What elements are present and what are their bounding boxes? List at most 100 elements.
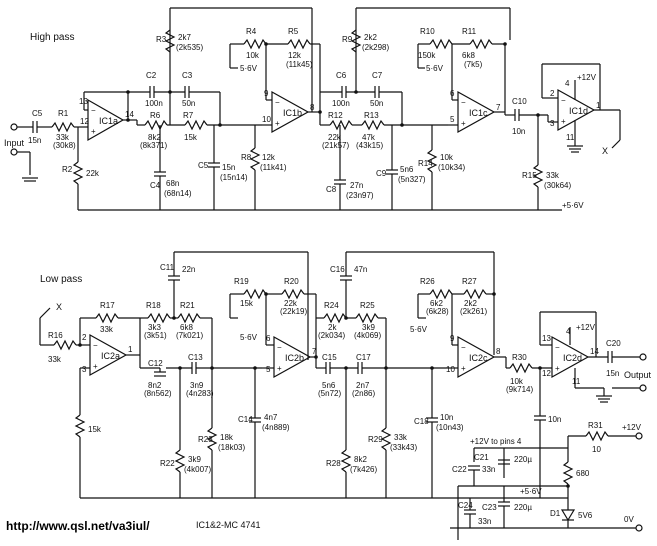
r21-ref: R21 — [180, 301, 195, 310]
r3-ref: R3 — [156, 35, 167, 44]
rail-minus-label-2: 5·6V — [426, 64, 444, 73]
ic1a-minus: − — [91, 106, 96, 115]
r31-ref: R31 — [588, 421, 603, 430]
wire — [611, 139, 621, 149]
c18-alt: (10n43) — [436, 423, 464, 432]
r25-ref: R25 — [360, 301, 375, 310]
ic2a-pin2: 2 — [82, 333, 87, 342]
ic1c-pin5: 5 — [450, 115, 455, 124]
c17-ref: C17 — [356, 353, 371, 362]
r1-alt: (30k8) — [53, 141, 76, 150]
c5b-value: 15n — [222, 163, 235, 172]
r26-alt: (6k28) — [426, 307, 449, 316]
c15-ref: C15 — [322, 353, 337, 362]
c23-ref: C23 — [482, 503, 497, 512]
junction-dot — [354, 90, 358, 94]
c11-value: 22n — [182, 265, 195, 274]
junction-dot — [210, 366, 214, 370]
resistor-r26 — [429, 288, 453, 300]
c3-ref: C3 — [182, 71, 193, 80]
r20-alt: (22k19) — [280, 307, 307, 316]
r8-alt: (11k41) — [260, 163, 287, 172]
c5b-alt: (15n14) — [220, 173, 248, 182]
junction-dot — [536, 113, 540, 117]
r4-value: 10k — [246, 51, 260, 60]
capacitor-c8 — [334, 179, 346, 185]
c14-ref: C14 — [238, 415, 253, 424]
r15-ref: R15 — [522, 171, 537, 180]
r15-value: 33k — [546, 171, 560, 180]
lp-minus-label: 5·6V — [240, 333, 258, 342]
wire — [39, 307, 51, 319]
r13-ref: R13 — [364, 111, 379, 120]
input-terminal[interactable] — [10, 123, 18, 131]
r19-value: 15k — [240, 299, 254, 308]
capacitor-c15 — [325, 362, 331, 374]
r680-value: 680 — [576, 469, 590, 478]
c14-alt: (4n889) — [262, 423, 290, 432]
r28-alt: (7k426) — [350, 465, 377, 474]
c22-value: 33n — [482, 465, 495, 474]
capacitor-c6 — [341, 86, 347, 98]
r18-ref: R18 — [146, 301, 161, 310]
resistor-r9 — [350, 29, 362, 53]
ic1b-plus: + — [275, 119, 280, 128]
resistor-680 — [562, 461, 574, 485]
capacitor-c11 — [168, 275, 180, 281]
capacitor-c9 — [386, 169, 398, 175]
r1-ref: R1 — [58, 109, 69, 118]
resistor-r14 — [426, 149, 438, 173]
r29-value: 33k — [394, 433, 408, 442]
junction-dot — [178, 366, 182, 370]
ic2c-pin10: 10 — [446, 365, 455, 374]
r27-value: 2k2 — [464, 299, 477, 308]
output-terminal[interactable] — [639, 353, 647, 361]
ic1d-minus: − — [561, 96, 566, 105]
opamp-ic1b — [271, 90, 310, 134]
ic2d-pin12: 12 — [542, 369, 551, 378]
c4-alt: (68n14) — [164, 189, 192, 198]
r23-value: 18k — [220, 433, 234, 442]
c9-value: 5n6 — [400, 165, 414, 174]
c12-alt: (8n562) — [144, 389, 172, 398]
r7-value: 15k — [184, 133, 198, 142]
r18-alt: (3k51) — [144, 331, 167, 340]
c2-ref: C2 — [146, 71, 157, 80]
r11-alt: (7k5) — [464, 60, 483, 69]
r21-value: 6k8 — [180, 323, 193, 332]
ic2d-pin13: 13 — [542, 334, 551, 343]
r5-value: 12k — [288, 51, 302, 60]
c9-ref: C9 — [376, 169, 387, 178]
r3-value: 2k7 — [178, 33, 191, 42]
ic1a-pin14: 14 — [125, 110, 134, 119]
ic2a-minus: − — [93, 341, 98, 350]
ground-symbol — [567, 145, 583, 153]
junction-dot — [344, 316, 348, 320]
resistor-r20 — [281, 288, 305, 300]
capacitor-c13 — [191, 362, 197, 374]
d1-value: 5V6 — [578, 511, 593, 520]
c12-value: 8n2 — [148, 381, 162, 390]
c18-ref: C18 — [414, 417, 429, 426]
ic1b-pin9: 9 — [264, 89, 269, 98]
r25-alt: (4k069) — [354, 331, 381, 340]
supply-in-terminal[interactable] — [635, 432, 643, 440]
ic2b-pin6: 6 — [266, 334, 271, 343]
ic2a-label: IC2a — [101, 351, 120, 361]
r13-alt: (43k15) — [356, 141, 383, 150]
c13-value: 3n9 — [190, 381, 204, 390]
input-label: Input — [4, 138, 25, 148]
c20-value: 15n — [606, 369, 619, 378]
ground-terminal[interactable] — [635, 524, 643, 532]
junction-dot — [314, 355, 318, 359]
resistor-r31 — [585, 430, 609, 442]
junction-dot — [264, 42, 268, 46]
resistor-r2 — [72, 161, 84, 185]
c5-value: 15n — [28, 136, 41, 145]
c10-value: 10n — [512, 127, 525, 136]
source-url[interactable]: http://www.qsl.net/va3iul/ — [6, 519, 150, 533]
ic2d-pin4: 4 — [566, 327, 571, 336]
r28-value: 8k2 — [354, 455, 367, 464]
opamp-ic2c — [457, 335, 496, 379]
supply-in-label: +12V — [622, 423, 642, 432]
